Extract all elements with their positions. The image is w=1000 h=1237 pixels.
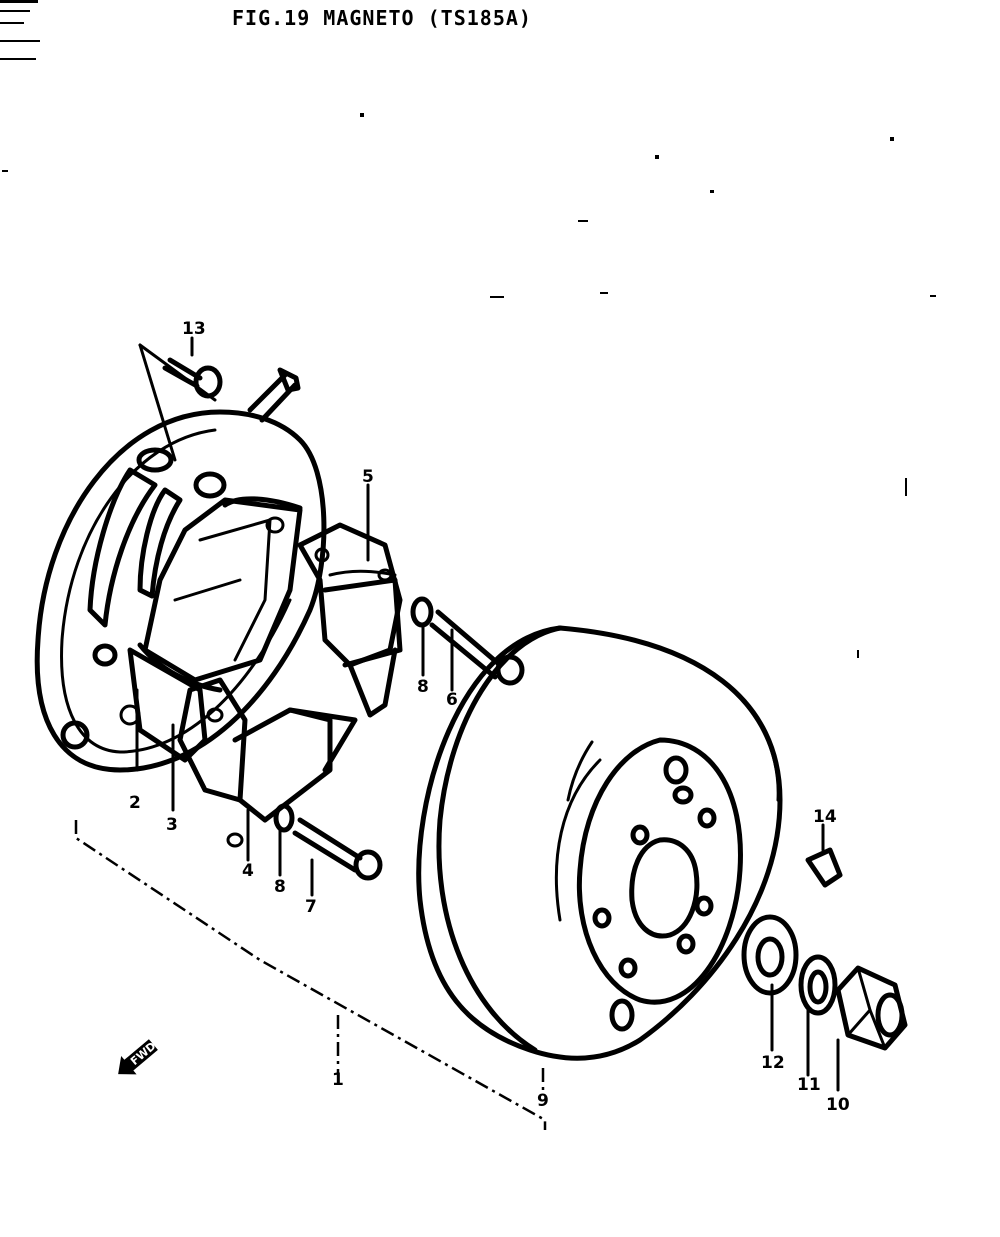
callout-4: 4 bbox=[242, 861, 254, 881]
callout-14: 14 bbox=[813, 807, 837, 827]
coil-part-5 bbox=[297, 522, 403, 718]
stator-plate bbox=[34, 367, 327, 773]
forward-arrow-label: FWD bbox=[128, 1039, 158, 1067]
callout-12: 12 bbox=[761, 1053, 785, 1073]
forward-arrow: FWD bbox=[118, 1039, 158, 1075]
ignition-coil-main bbox=[127, 496, 303, 763]
callout-numbers: 1 2 3 4 5 6 7 8 8 9 10 11 12 13 14 bbox=[129, 319, 850, 1115]
callout-1: 1 bbox=[332, 1070, 344, 1090]
lock-washer-11 bbox=[798, 954, 838, 1016]
callout-13: 13 bbox=[182, 319, 206, 339]
callout-8-lower: 8 bbox=[274, 877, 286, 897]
woodruff-key-14 bbox=[805, 847, 843, 888]
flywheel-rotor bbox=[416, 625, 783, 1061]
callout-3: 3 bbox=[166, 815, 178, 835]
callout-5: 5 bbox=[362, 467, 374, 487]
nut-10 bbox=[835, 965, 908, 1051]
screw-7 bbox=[292, 817, 383, 881]
screw-13 bbox=[162, 357, 223, 399]
callout-2: 2 bbox=[129, 793, 141, 813]
callout-11: 11 bbox=[797, 1075, 821, 1095]
callout-9: 9 bbox=[537, 1091, 549, 1111]
washer-8-upper bbox=[410, 596, 434, 628]
callout-6: 6 bbox=[446, 690, 458, 710]
callout-7: 7 bbox=[305, 897, 317, 917]
lighting-coil-lower bbox=[177, 677, 358, 848]
callout-10: 10 bbox=[826, 1095, 850, 1115]
washer-12 bbox=[741, 914, 799, 996]
scan-noise bbox=[0, 0, 936, 658]
callout-8-upper: 8 bbox=[417, 677, 429, 697]
assembly-bracket-line bbox=[74, 820, 547, 1130]
washer-8-lower bbox=[273, 803, 295, 833]
figure-title: FIG.19 MAGNETO (TS185A) bbox=[232, 6, 532, 30]
leader-lines bbox=[135, 336, 840, 1092]
